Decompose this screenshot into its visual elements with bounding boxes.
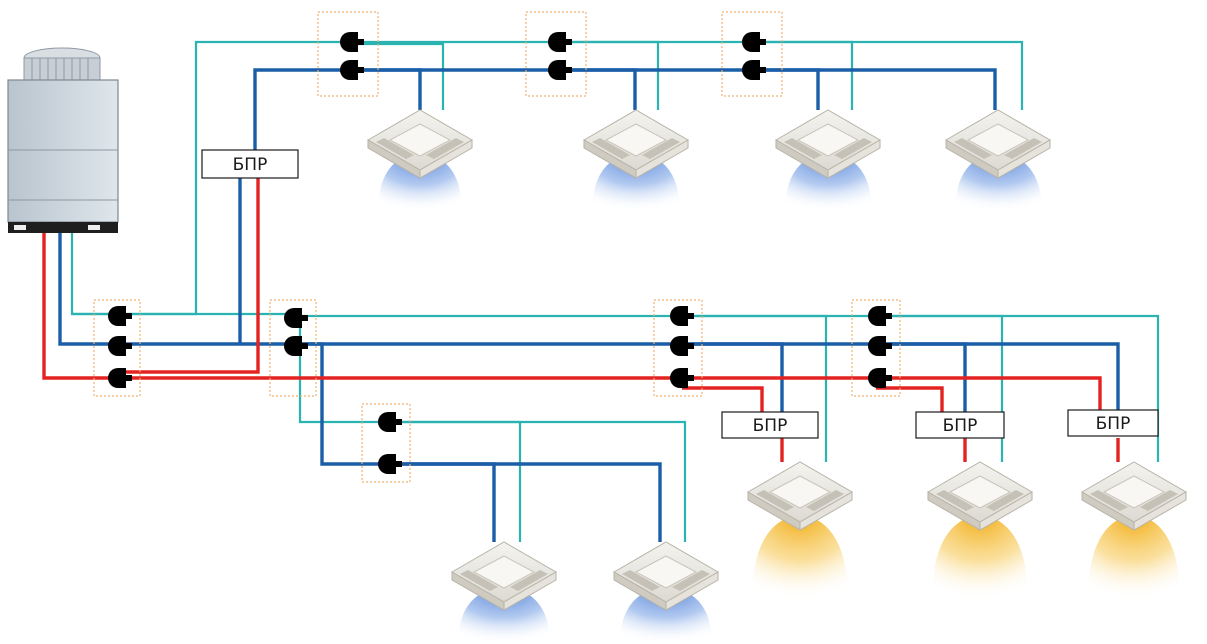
cold-airflow-icon [955, 152, 1042, 212]
junction-box [93, 299, 141, 397]
cold-airflow-icon [378, 152, 462, 212]
cassette-indoor-unit-icon [775, 109, 881, 179]
refnet-joint-icon [742, 32, 766, 52]
bpr-label: БПР [1096, 414, 1131, 434]
refnet-joint-icon [548, 60, 572, 80]
junction-box [269, 299, 317, 397]
refnet-joint-icon [868, 368, 892, 388]
bpr-box: БПР [721, 411, 819, 439]
refnet-joint-icon [670, 336, 694, 356]
cold-airflow-icon [592, 152, 680, 212]
cassette-indoor-unit-icon [747, 461, 853, 531]
bpr-label: БПР [753, 416, 788, 436]
refnet-joint-icon [284, 308, 308, 328]
bpr-box: БПР [201, 149, 299, 179]
refnet-joint-icon [108, 336, 132, 356]
warm-airflow-icon [932, 514, 1028, 600]
vrf-outdoor-unit-icon [7, 47, 119, 233]
refnet-joint-icon [670, 368, 694, 388]
cassette-indoor-unit-icon [927, 461, 1033, 531]
refnet-joint-icon [284, 336, 308, 356]
refnet-joint-icon [108, 306, 132, 326]
refnet-joint-icon [548, 32, 572, 52]
junction-box [851, 299, 901, 397]
bpr-box: БПР [1067, 409, 1159, 437]
junction-box [653, 299, 703, 397]
junction-box [361, 403, 411, 483]
cassette-indoor-unit-icon [613, 541, 719, 611]
warm-airflow-icon [1088, 514, 1180, 600]
cold-airflow-icon [785, 152, 872, 212]
cold-airflow-icon [620, 586, 712, 644]
cassette-indoor-unit-icon [583, 109, 689, 179]
cold-airflow-icon [458, 586, 550, 644]
junction-box [317, 11, 379, 97]
cassette-indoor-unit-icon [451, 541, 557, 611]
bpr-label: БПР [943, 416, 978, 436]
hot-gas-lines [42, 176, 1120, 462]
refnet-joint-icon [378, 412, 402, 432]
cassette-indoor-unit-icon [1081, 461, 1187, 531]
refnet-joint-icon [868, 306, 892, 326]
junction-boxes [93, 11, 901, 483]
cassette-indoor-unit-icon [367, 109, 473, 179]
warm-airflow-icon [752, 514, 848, 600]
refnet-joint-icon [378, 454, 402, 474]
junction-box [525, 11, 587, 97]
airflow-group [378, 152, 1180, 644]
refnet-joint-icon [670, 306, 694, 326]
refnet-joints [108, 32, 892, 474]
refnet-joint-icon [340, 60, 364, 80]
bpr-label: БПР [233, 155, 268, 175]
cassette-indoor-unit-icon [945, 109, 1051, 179]
refnet-joint-icon [868, 336, 892, 356]
junction-box [721, 11, 783, 97]
refnet-joint-icon [340, 32, 364, 52]
bpr-box: БПР [915, 411, 1005, 439]
refnet-joint-icon [742, 60, 766, 80]
gas-lines [58, 68, 1120, 542]
